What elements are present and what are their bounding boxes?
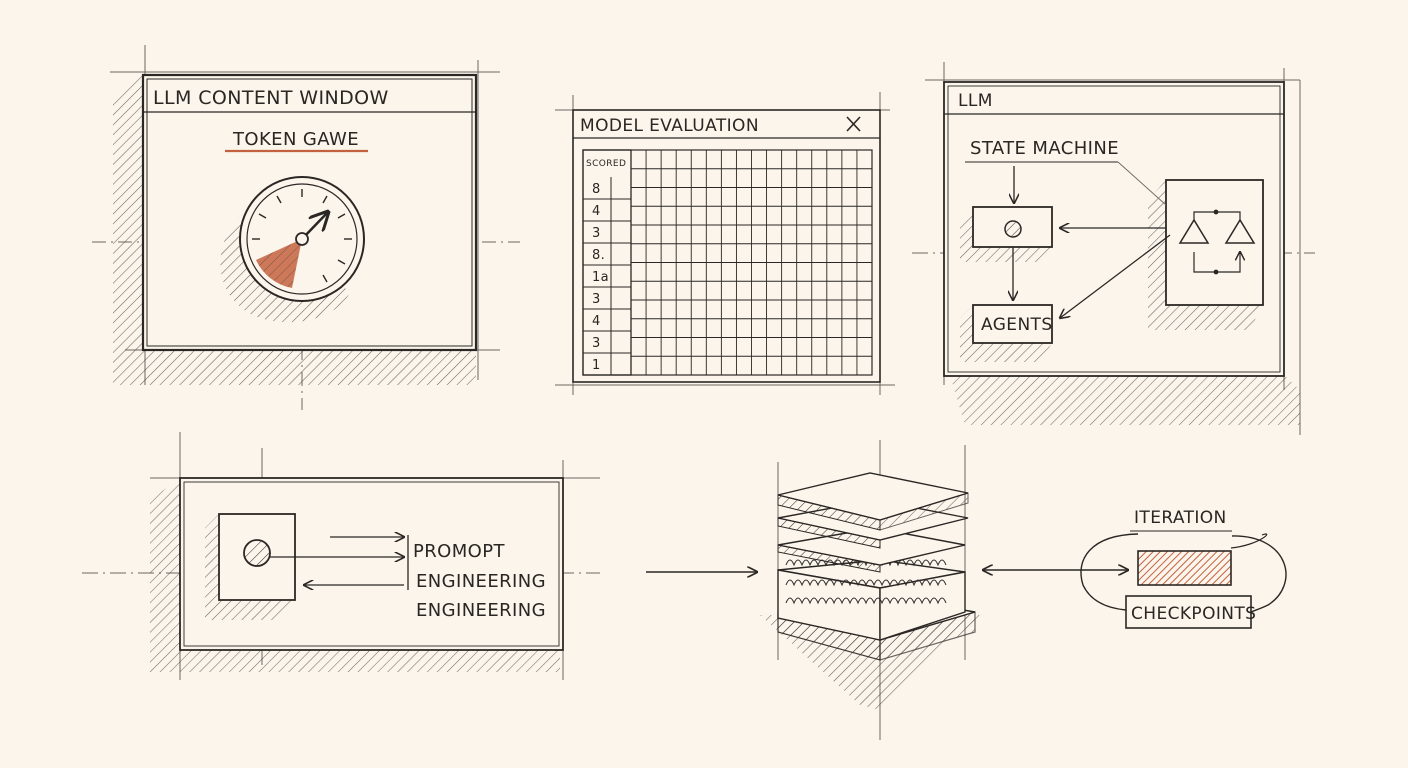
- score-value: 3: [592, 292, 601, 307]
- model-evaluation-title: MODEL EVALUATION: [580, 116, 759, 136]
- token-gauge-label: TOKEN GAWE: [232, 129, 359, 150]
- state-machine-window-title: LLM: [958, 91, 993, 111]
- prompt-label-line2: ENGINEERING: [416, 571, 546, 592]
- score-value: 1: [592, 358, 601, 373]
- score-value: 8: [592, 182, 601, 197]
- gauge-icon: [220, 176, 365, 323]
- score-list: 8 4 3 8. 1a 3 4 3 1: [583, 182, 631, 373]
- iteration-label: ITERATION: [1134, 508, 1227, 528]
- state-machine-label: STATE MACHINE: [970, 138, 1119, 159]
- checkpoints-label: CHECKPOINTS: [1131, 604, 1256, 624]
- score-value: 4: [592, 204, 601, 219]
- prompt-label-line1: PROMOPT: [413, 541, 505, 562]
- circuit-icon: [1148, 179, 1264, 330]
- close-icon[interactable]: [846, 116, 861, 132]
- score-value: 3: [592, 336, 601, 351]
- score-value: 1a: [592, 270, 609, 285]
- evaluation-grid: [582, 149, 873, 376]
- agents-label: AGENTS: [981, 315, 1053, 335]
- model-evaluation-panel: MODEL EVALUATION SCORED 8 4 3 8. 1a 3 4 3 1: [555, 92, 895, 395]
- score-value: 3: [592, 226, 601, 241]
- layer-stack-icon: [760, 440, 980, 740]
- prompt-label-line3: ENGINEERING: [416, 600, 546, 621]
- scored-column-header: SCORED: [586, 159, 626, 169]
- prompt-engineering-panel: PROMOPT ENGINEERING ENGINEERING: [82, 432, 600, 680]
- state-machine-panel: LLM STATE MACHINE AGENTS: [912, 62, 1315, 435]
- content-window-title: LLM CONTENT WINDOW: [153, 87, 389, 109]
- iteration-panel: ITERATION CHECKPOINTS: [1080, 508, 1287, 629]
- agents-node: [972, 304, 1053, 344]
- iteration-progress-block: [1137, 550, 1232, 586]
- score-value: 4: [592, 314, 601, 329]
- content-window-panel: LLM CONTENT WINDOW TOKEN GAWE: [92, 45, 520, 410]
- score-value: 8.: [592, 248, 605, 263]
